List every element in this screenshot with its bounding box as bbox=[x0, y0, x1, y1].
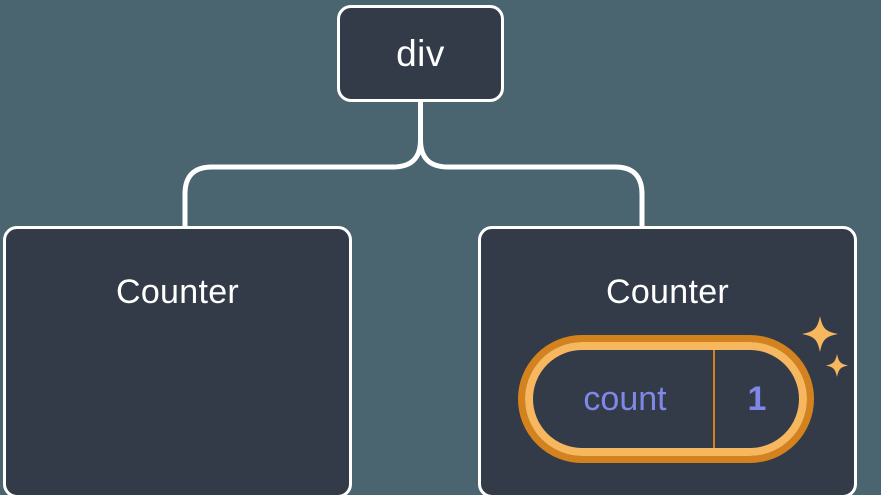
state-key-right: count bbox=[583, 380, 667, 418]
node-div-label: div bbox=[396, 33, 445, 74]
sparkle-large-icon bbox=[802, 316, 838, 352]
state-pill-right-highlighted[interactable]: count 1 bbox=[518, 335, 814, 463]
highlight-ring-outer bbox=[518, 335, 814, 463]
highlight-ring-inner: count 1 bbox=[525, 342, 807, 456]
node-counter-left-label: Counter bbox=[115, 273, 240, 311]
sparkle-small-icon bbox=[826, 354, 848, 377]
sparkle-group bbox=[802, 316, 848, 377]
state-value-right: 1 bbox=[713, 350, 799, 448]
node-counter-left[interactable]: Counter count 0 bbox=[3, 226, 352, 495]
node-div[interactable]: div bbox=[337, 5, 504, 102]
node-counter-right-label: Counter bbox=[605, 273, 730, 311]
